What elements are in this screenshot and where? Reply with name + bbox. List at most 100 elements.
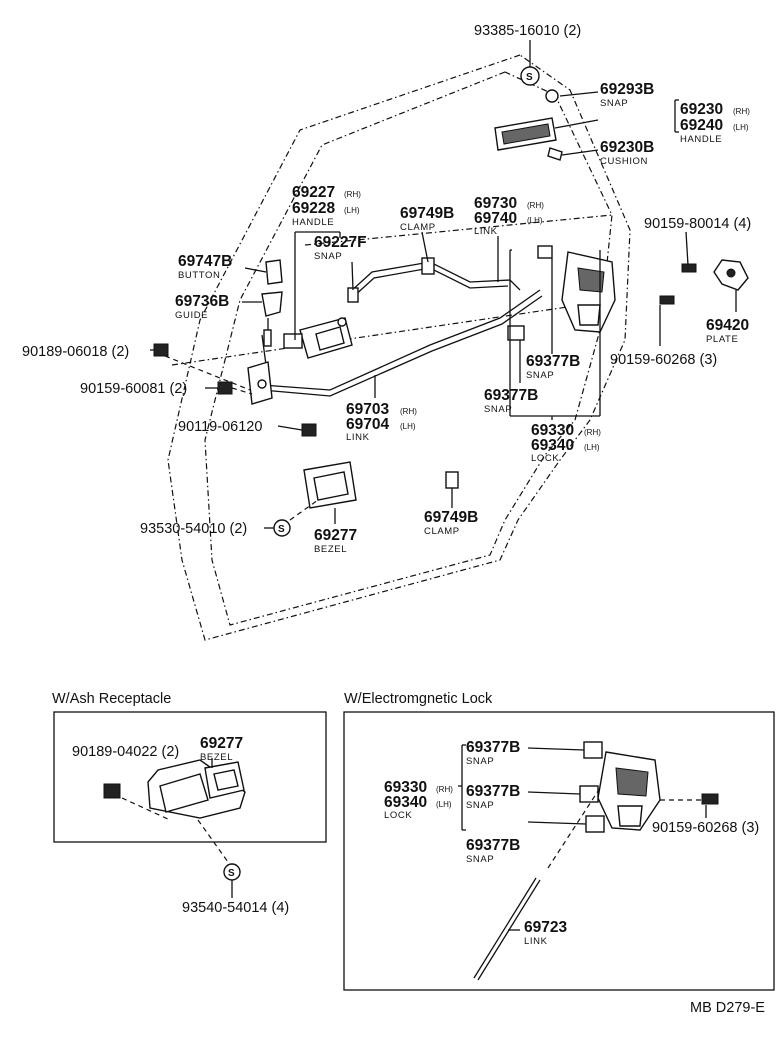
label-69377b-left: 69377B [484, 387, 538, 404]
link-rods [261, 261, 543, 397]
label-snap-69377b-right: SNAP [526, 370, 554, 381]
label-em-snap-mid: SNAP [466, 800, 494, 811]
label-69227-rh: (RH) [344, 190, 361, 199]
inset-title-electromagnetic-lock: W/Electromgnetic Lock [344, 691, 493, 707]
label-69740: 69740 [474, 210, 517, 227]
label-em-90159-60268: 90159-60268 (3) [652, 820, 759, 836]
label-em-69377b-bottom: 69377B [466, 837, 520, 854]
label-snap-69377b-left: SNAP [484, 404, 512, 415]
ash-bezel-part [103, 759, 246, 819]
label-snap-69227f: SNAP [314, 251, 342, 262]
label-69240-lh: (LH) [733, 123, 749, 132]
label-69277: 69277 [314, 527, 357, 544]
label-69340: 69340 [531, 437, 574, 454]
label-90159-80014: 90159-80014 (4) [644, 216, 751, 232]
label-plate: PLATE [706, 334, 738, 345]
label-69730-rh: (RH) [527, 201, 544, 210]
label-69293b: 69293B [600, 81, 654, 98]
label-clamp-lower: CLAMP [424, 526, 460, 537]
label-93385-16010: 93385-16010 (2) [474, 23, 581, 39]
label-69703-rh: (RH) [400, 407, 417, 416]
label-90189-06018: 90189-06018 (2) [22, 344, 129, 360]
label-69230-rh: (RH) [733, 107, 750, 116]
label-cushion: CUSHION [600, 156, 648, 167]
striker-plate-part [659, 259, 749, 305]
label-clamp-upper: CLAMP [400, 222, 436, 233]
label-em-link: LINK [524, 936, 548, 947]
label-em-69340: 69340 [384, 794, 427, 811]
svg-text:S: S [278, 524, 285, 535]
bellcrank-part [247, 361, 273, 405]
label-handle-inside: HANDLE [292, 217, 334, 228]
label-69704: 69704 [346, 416, 389, 433]
label-69723: 69723 [524, 919, 567, 936]
door-panel-outline [167, 54, 631, 641]
label-93530-54010: 93530-54010 (2) [140, 521, 247, 537]
label-em-snap-top: SNAP [466, 756, 494, 767]
label-link-lower: LINK [346, 432, 370, 443]
label-69730: 69730 [474, 195, 517, 212]
label-em-69377b-top: 69377B [466, 739, 520, 756]
label-em-69377b-mid: 69377B [466, 783, 520, 800]
em-leader-lines [458, 744, 707, 931]
screw-90119-06120 [301, 423, 317, 437]
label-69740-lh: (LH) [527, 216, 543, 225]
label-ash-69277: 69277 [200, 735, 243, 752]
label-90159-60268: 90159-60268 (3) [610, 352, 717, 368]
label-69747b: 69747B [178, 253, 232, 270]
label-69703: 69703 [346, 401, 389, 418]
label-button: BUTTON [178, 270, 220, 281]
label-69240: 69240 [680, 117, 723, 134]
label-snap-69293b: SNAP [600, 98, 628, 109]
label-90189-04022: 90189-04022 (2) [72, 744, 179, 760]
label-handle-outside: HANDLE [680, 134, 722, 145]
label-69330: 69330 [531, 422, 574, 439]
label-69377b-right: 69377B [526, 353, 580, 370]
label-link-upper: LINK [474, 226, 498, 237]
outside-handle-part [494, 89, 563, 161]
inside-handle-part [283, 287, 359, 359]
label-em-69330: 69330 [384, 779, 427, 796]
label-bezel: BEZEL [314, 544, 347, 555]
screw-90189-06018 [153, 343, 169, 357]
svg-text:S: S [526, 72, 533, 83]
label-69227f: 69227F [314, 234, 367, 251]
inset-title-ash-receptacle: W/Ash Receptacle [52, 691, 171, 707]
inset-box-electromagnetic-lock [343, 711, 775, 991]
label-em-lock: LOCK [384, 810, 412, 821]
lock-button-part [261, 259, 283, 347]
ash-leader-s [197, 819, 229, 863]
label-ash-bezel: BEZEL [200, 752, 233, 763]
leader-lines-main [150, 40, 737, 529]
label-69420: 69420 [706, 317, 749, 334]
label-69749b-lower: 69749B [424, 509, 478, 526]
inset-box-ash-receptacle [53, 711, 327, 843]
label-lock: LOCK [531, 453, 559, 464]
label-guide: GUIDE [175, 310, 208, 321]
clamp-lower [445, 471, 459, 489]
label-em-69340-lh: (LH) [436, 800, 452, 809]
diagram-code: MB D279-E [690, 1000, 765, 1016]
screw-symbol-bezel: S [273, 519, 291, 537]
label-90159-60081: 90159-60081 (2) [80, 381, 187, 397]
ash-screw-symbol: S [223, 863, 241, 881]
label-69227: 69227 [292, 184, 335, 201]
svg-text:S: S [228, 868, 235, 879]
label-69330-rh: (RH) [584, 428, 601, 437]
label-69228: 69228 [292, 200, 335, 217]
screw-90159-60081 [217, 381, 233, 395]
label-69704-lh: (LH) [400, 422, 416, 431]
label-69230b: 69230B [600, 139, 654, 156]
label-69736b: 69736B [175, 293, 229, 310]
label-69230: 69230 [680, 101, 723, 118]
em-lock-part [579, 741, 719, 833]
label-93540-54014: 93540-54014 (4) [182, 900, 289, 916]
label-em-snap-bottom: SNAP [466, 854, 494, 865]
label-69228-lh: (LH) [344, 206, 360, 215]
label-69749b-upper: 69749B [400, 205, 454, 222]
door-lock-part [507, 245, 616, 341]
clamp-upper [421, 257, 435, 275]
bezel-part [303, 461, 357, 509]
label-em-69330-rh: (RH) [436, 785, 453, 794]
